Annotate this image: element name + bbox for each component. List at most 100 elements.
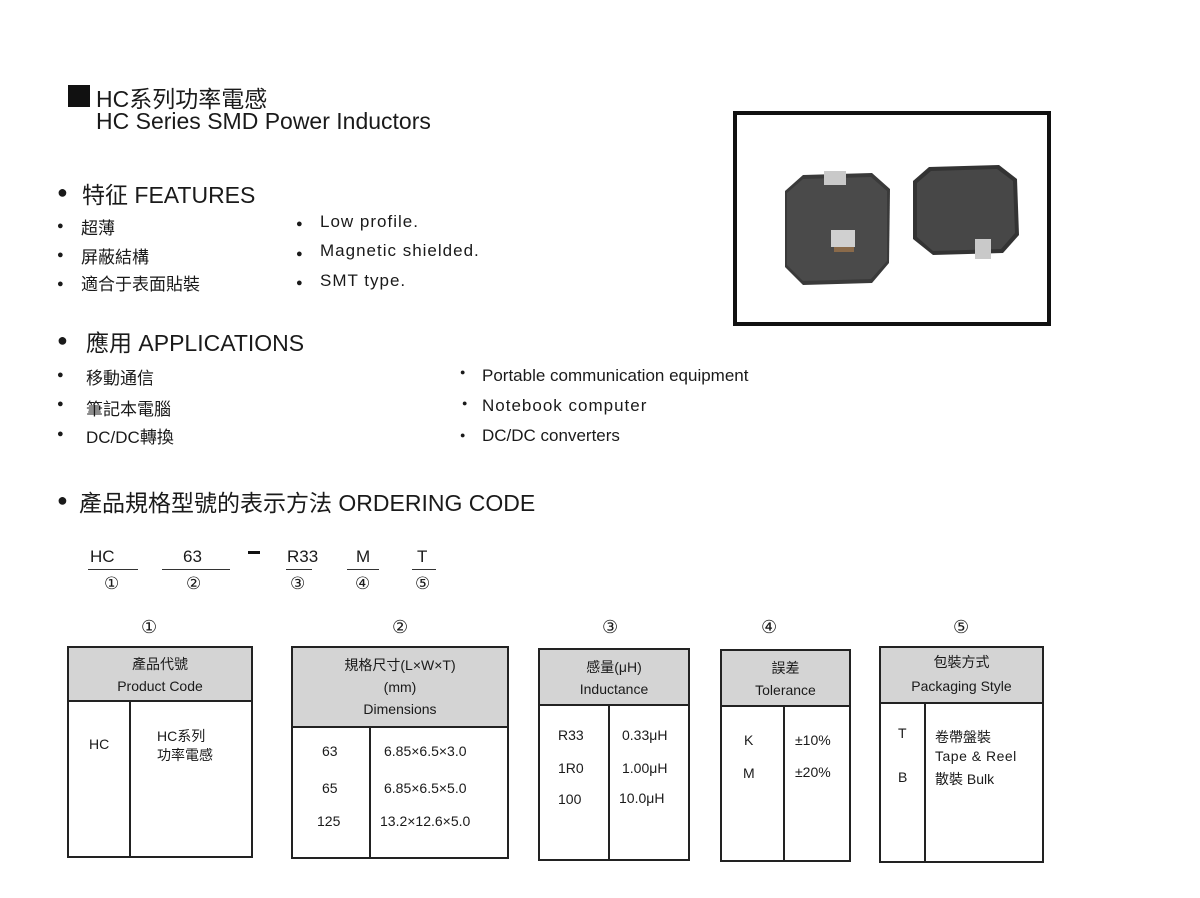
column-divider [608, 706, 610, 859]
header-cn: 產品代號 [132, 656, 188, 672]
product-code-value: HC [89, 736, 110, 752]
underline [162, 569, 230, 570]
ind-code-1: R33 [558, 727, 584, 743]
table-header: 規格尺寸(L×W×T) (mm) Dimensions [293, 648, 507, 728]
bullet-icon: ● [296, 277, 303, 289]
code-part-dimension: 63 [183, 547, 202, 566]
code-part-series: HC [90, 547, 115, 566]
product-photo [733, 111, 1051, 326]
column-divider [783, 707, 785, 860]
application-en-2: Notebook computer [482, 396, 648, 415]
bullet-icon: ● [57, 182, 68, 202]
application-cn-2: 筆記本電腦 [86, 400, 171, 419]
header-cn: 誤差 [771, 660, 800, 676]
table-marker-5: ⑤ [953, 617, 970, 638]
pack-desc-2: Tape & Reel [935, 748, 1017, 764]
bullet-icon: ● [296, 218, 303, 230]
product-code-table: 產品代號 Product Code HC HC系列 功率電感 [67, 646, 253, 858]
header-cn: 規格尺寸(L×W×T) [344, 657, 456, 673]
column-divider [924, 704, 926, 861]
feature-cn-1: 超薄 [81, 219, 115, 238]
application-en-1: Portable communication equipment [482, 366, 749, 385]
application-cn-3: DC/DC轉換 [86, 428, 174, 447]
header-en: Packaging Style [911, 678, 1012, 694]
code-part-packaging: T [417, 547, 428, 566]
pack-code-2: B [898, 769, 908, 785]
feature-en-2: Magnetic shielded. [320, 241, 480, 260]
underline [412, 569, 436, 570]
bullet-icon: ● [57, 249, 64, 261]
dim-code-2: 65 [322, 780, 338, 796]
column-divider [369, 728, 371, 857]
pack-desc-3: 散裝 Bulk [935, 771, 995, 787]
page-title-en: HC Series SMD Power Inductors [96, 108, 431, 134]
product-desc-2: 功率電感 [157, 747, 213, 763]
bullet-icon: ● [57, 278, 64, 290]
marker-4: ④ [355, 574, 371, 594]
code-part-inductance: R33 [287, 547, 319, 566]
tol-value-2: ±20% [795, 764, 831, 780]
bullet-icon: ● [460, 430, 466, 440]
bullet-icon: ● [57, 330, 68, 350]
ind-code-3: 100 [558, 791, 582, 807]
feature-cn-2: 屏蔽結構 [81, 248, 149, 267]
applications-heading: 應用 APPLICATIONS [86, 330, 305, 356]
ind-value-2: 1.00μH [622, 760, 668, 776]
dim-value-1: 6.85×6.5×3.0 [384, 743, 467, 759]
table-header: 感量(μH) Inductance [540, 650, 688, 706]
dim-value-2: 6.85×6.5×5.0 [384, 780, 467, 796]
dim-value-3: 13.2×12.6×5.0 [380, 813, 471, 829]
feature-en-1: Low profile. [320, 212, 419, 231]
inductance-table: 感量(μH) Inductance R33 0.33μH 1R0 1.00μH … [538, 648, 690, 861]
ordering-heading: 產品規格型號的表示方法 ORDERING CODE [79, 490, 536, 516]
features-heading: 特征 FEATURES [82, 182, 256, 208]
header-en: Inductance [579, 681, 649, 697]
dimensions-table: 規格尺寸(L×W×T) (mm) Dimensions 63 6.85×6.5×… [291, 646, 509, 859]
marker-2: ② [186, 574, 202, 594]
bullet-icon: ● [57, 369, 64, 381]
pack-desc-1: 卷帶盤裝 [935, 729, 991, 745]
ind-code-2: 1R0 [558, 760, 584, 776]
header-cn: 感量(μH) [586, 659, 642, 675]
packaging-table: 包裝方式 Packaging Style T B 卷帶盤裝 Tape & Ree… [879, 646, 1044, 863]
underline [88, 569, 138, 570]
code-part-tolerance: M [356, 547, 371, 566]
underline [286, 569, 312, 570]
table-header: 產品代號 Product Code [69, 648, 251, 702]
underline [347, 569, 379, 570]
dim-code-3: 125 [317, 813, 341, 829]
dim-code-1: 63 [322, 743, 338, 759]
header-en: Product Code [117, 678, 203, 694]
code-dash [248, 551, 260, 554]
table-marker-2: ② [392, 617, 409, 638]
ind-value-3: 10.0μH [619, 790, 665, 806]
marker-1: ① [104, 574, 120, 594]
table-header: 包裝方式 Packaging Style [881, 648, 1042, 704]
bullet-icon: ● [462, 398, 468, 408]
application-cn-1: 移動通信 [86, 369, 154, 388]
bullet-icon: ● [57, 428, 64, 440]
tol-value-1: ±10% [795, 732, 831, 748]
column-divider [129, 702, 131, 856]
ind-value-1: 0.33μH [622, 727, 668, 743]
header-cn: 包裝方式 [933, 654, 990, 670]
tol-code-1: K [744, 732, 754, 748]
bullet-icon: ● [57, 490, 68, 510]
header-unit: (mm) [383, 679, 417, 695]
inductor-image-left [785, 171, 890, 285]
marker-5: ⑤ [415, 574, 431, 594]
inductor-image-right [913, 165, 1019, 259]
bullet-icon: ● [57, 220, 64, 232]
table-header: 誤差 Tolerance [722, 651, 849, 707]
tolerance-table: 誤差 Tolerance K ±10% M ±20% [720, 649, 851, 862]
feature-en-3: SMT type. [320, 271, 407, 290]
feature-cn-3: 適合于表面貼裝 [81, 275, 200, 294]
tol-code-2: M [743, 765, 755, 781]
header-en: Tolerance [755, 682, 816, 698]
marker-3: ③ [290, 574, 306, 594]
header-en: Dimensions [363, 701, 437, 717]
application-en-3: DC/DC converters [482, 426, 620, 445]
page-title-cn: HC系列功率電感 [96, 86, 268, 112]
pack-code-1: T [898, 725, 907, 741]
product-desc-1: HC系列 [157, 728, 206, 744]
